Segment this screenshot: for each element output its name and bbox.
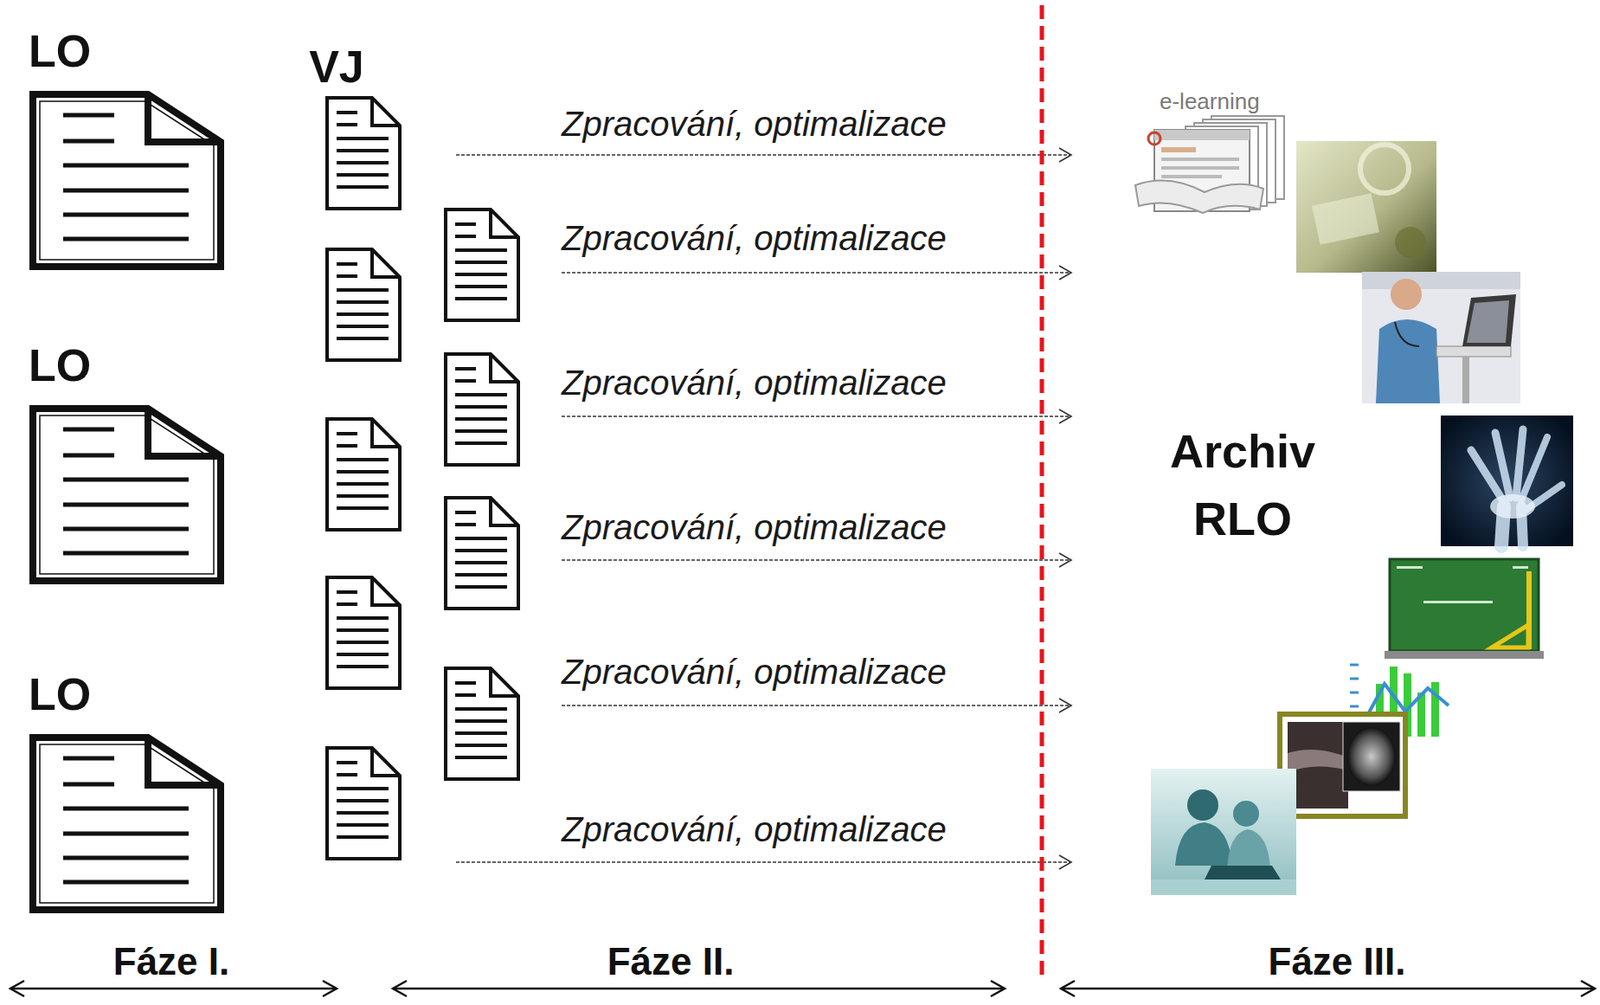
processing-arrows bbox=[456, 147, 1072, 869]
photo-ultrasound bbox=[1279, 713, 1406, 817]
source-document: LO bbox=[28, 671, 225, 914]
process-label: Zpracování, optimalizace bbox=[561, 809, 1029, 849]
source-document: LO bbox=[28, 342, 225, 585]
phase-label-text: Fáze II. bbox=[607, 939, 735, 983]
document-heading: LO bbox=[28, 671, 91, 717]
document-icon bbox=[28, 89, 225, 271]
process-label: Zpracování, optimalizace bbox=[561, 507, 1029, 547]
process-label: Zpracování, optimalizace bbox=[561, 103, 1029, 144]
process-label: Zpracování, optimalizace bbox=[561, 651, 1029, 692]
phase-divider bbox=[1040, 5, 1045, 980]
phase-label-text: Fáze III. bbox=[1268, 939, 1407, 983]
phase-label: Fáze III. bbox=[1207, 941, 1467, 982]
process-label: Zpracování, optimalizace bbox=[561, 218, 1029, 258]
process-label-text: Zpracování, optimalizace bbox=[561, 652, 947, 691]
process-label-text: Zpracování, optimalizace bbox=[561, 363, 947, 402]
unit-documents bbox=[327, 97, 519, 859]
document-heading: LO bbox=[28, 342, 91, 388]
photo-xray bbox=[1440, 415, 1574, 547]
archive-label: Archiv RLO bbox=[1138, 417, 1347, 553]
process-label-text: Zpracování, optimalizace bbox=[561, 507, 947, 547]
elearning-icon bbox=[1135, 115, 1285, 213]
phase-label: Fáze II. bbox=[540, 941, 801, 982]
icon-caption: e-learning bbox=[1159, 88, 1290, 115]
process-label-text: Zpracování, optimalizace bbox=[561, 104, 947, 143]
document-heading: LO bbox=[28, 28, 91, 74]
document-icon bbox=[28, 404, 225, 585]
phase-arrows bbox=[10, 980, 1595, 996]
column-heading-text: VJ bbox=[308, 41, 365, 92]
photo-chalkboard bbox=[1384, 559, 1544, 659]
process-label: Zpracování, optimalizace bbox=[561, 362, 1029, 403]
photo-people bbox=[1150, 768, 1297, 895]
column-heading: VJ bbox=[285, 44, 388, 90]
process-label-text: Zpracování, optimalizace bbox=[561, 218, 947, 258]
phase-label: Fáze I. bbox=[41, 941, 302, 982]
photo-abstract bbox=[1296, 141, 1437, 273]
source-document: LO bbox=[28, 28, 225, 271]
phase-label-text: Fáze I. bbox=[113, 939, 231, 983]
process-label-text: Zpracování, optimalizace bbox=[561, 809, 947, 849]
archive-label-text: Archiv RLO bbox=[1169, 424, 1316, 545]
icon-caption-text: e-learning bbox=[1159, 88, 1260, 115]
photo-doctor bbox=[1362, 271, 1521, 404]
document-icon bbox=[28, 732, 225, 914]
